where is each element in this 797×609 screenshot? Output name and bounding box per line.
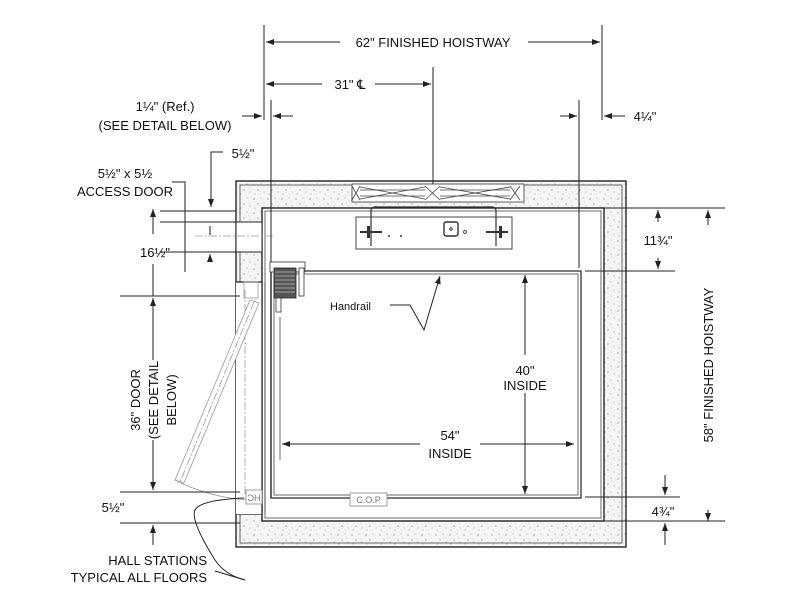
inside-depth-label: INSIDE [503,378,547,393]
door-note-1: (SEE DETAIL [146,361,161,440]
car-gate-operator [269,261,306,313]
top-clearance-label: 11¾" [644,233,673,248]
dim-inside-depth: 40" INSIDE [503,275,547,494]
dim-access-offset: 5½" 5½" x 5½ ACCESS DOOR [77,146,255,272]
access-door-opening [195,221,275,253]
handrail-label: Handrail [330,301,371,313]
hoistway-width-label: 62" FINISHED HOISTWAY [356,35,511,50]
dim-reference-left: 1¼" (Ref.) (SEE DETAIL BELOW) [99,99,293,262]
cop-label: C.O.P [356,495,381,505]
hall-station: HC [245,489,263,505]
dim-inside-width: 54" INSIDE [282,428,574,461]
hall-stations-line-1: HALL STATIONS [108,553,207,568]
dim-top-clearance: 11¾" [585,207,725,272]
dim-bottom-clearance: 4¾" [585,475,680,545]
reference-left-value: 1¼" (Ref.) [136,99,195,114]
access-height-label: 16½" [140,245,170,260]
inside-depth-value: 40" [515,363,534,378]
inside-width-value: 54" [440,428,459,443]
dim-hoistway-depth: 58" FINISHED HOISTWAY [604,210,725,522]
guide-rail-assembly [355,206,513,250]
dim-bottom-left: 5½" [102,500,240,545]
handrail-callout: Handrail [330,275,441,332]
swing-door [174,299,260,501]
hall-station-tag: HC [247,493,260,503]
elevator-car [270,270,582,499]
hall-stations-note: HALL STATIONS TYPICAL ALL FLOORS [71,497,246,585]
access-offset-label: 5½" [232,146,255,161]
dim-access-height: 16½" [120,209,240,297]
rail-brackets [351,183,525,203]
car-operating-panel: C.O.P [349,492,388,507]
buffer-box [443,221,459,237]
dim-hoistway-width: 62" FINISHED HOISTWAY [263,25,603,120]
dim-door-width: 36" DOOR (SEE DETAIL BELOW) [120,298,240,493]
bottom-clearance-label: 4¾" [652,504,675,519]
centerline-label: 31" ℄ [334,77,366,92]
dim-right-offset: 4¼" [560,100,657,268]
dim-centerline: 31" ℄ [266,67,434,184]
reference-left-note: (SEE DETAIL BELOW) [99,118,232,133]
bottom-left-offset-label: 5½" [102,500,125,515]
hoistway-depth-label: 58" FINISHED HOISTWAY [701,287,716,442]
door-width-label: 36" DOOR [128,369,143,431]
right-offset-label: 4¼" [634,109,657,124]
inside-width-label: INSIDE [428,446,472,461]
door-note-2: BELOW) [164,374,179,425]
hall-stations-line-2: TYPICAL ALL FLOORS [71,570,208,585]
hoistway-door-opening [236,281,266,514]
access-door-size: 5½" x 5½ [98,166,153,181]
access-door-label: ACCESS DOOR [77,184,173,199]
